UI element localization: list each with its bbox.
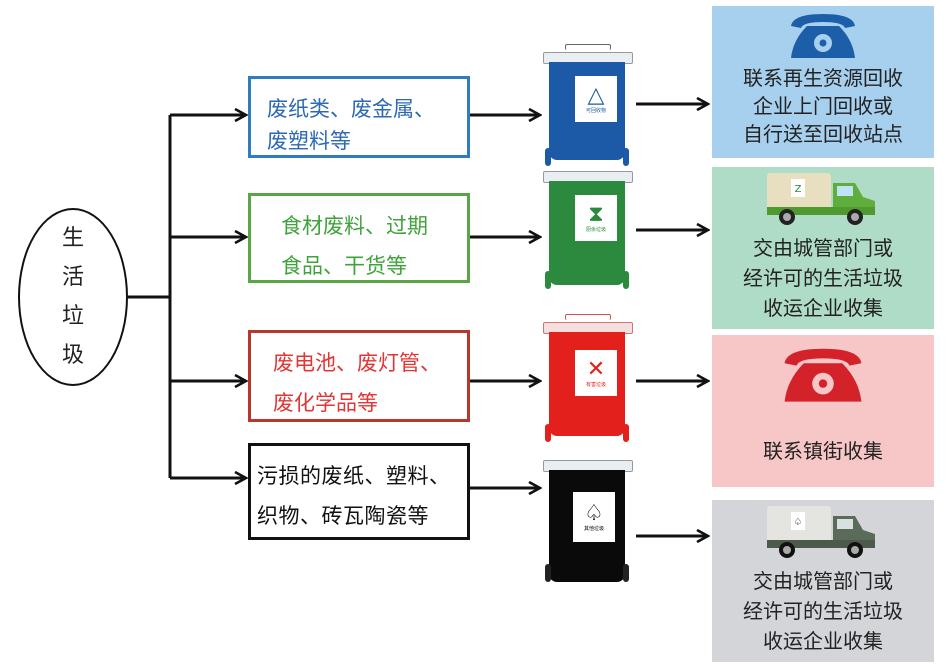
truck-icon: Z	[767, 173, 875, 225]
result-line: 交由城管部门或	[753, 236, 893, 260]
result-box-other: ♤ 交由城管部门或 经许可的生活垃圾 收运企业收集	[712, 500, 934, 662]
cross-icon: ✕	[586, 356, 606, 382]
root-char: 活	[61, 265, 84, 290]
root-char: 生	[61, 226, 84, 251]
bin-label: ♤ 其他垃圾	[573, 492, 615, 542]
result-line: 联系再生资源回收	[743, 66, 903, 90]
root-char: 圾	[61, 343, 84, 368]
bin-wheel	[545, 564, 551, 582]
category-box-hazardous: 废电池、废灯管、 废化学品等	[248, 330, 470, 422]
bin-wheel	[623, 424, 629, 442]
result-box-hazardous: 联系镇街收集	[712, 335, 934, 487]
bin-kitchen: ⧗ 厨余垃圾	[537, 167, 633, 293]
recycle-triangle-icon: △	[587, 82, 605, 108]
bin-wheel	[545, 148, 551, 166]
result-box-kitchen: Z 交由城管部门或 经许可的生活垃圾 收运企业收集	[712, 167, 934, 329]
bin-handle	[565, 314, 611, 320]
svg-text:Z: Z	[795, 184, 802, 195]
bin-handle	[565, 44, 611, 50]
category-line: 污损的废纸、塑料、	[257, 464, 451, 488]
result-line: 自行送至回收站点	[743, 122, 903, 146]
bin-other: ♤ 其他垃圾	[537, 452, 633, 586]
category-box-other: 污损的废纸、塑料、 织物、砖瓦陶瓷等	[248, 443, 470, 540]
category-line: 食材废料、过期	[281, 214, 428, 238]
result-line: 交由城管部门或	[753, 569, 893, 593]
truck-icon: ♤	[767, 506, 875, 558]
category-line: 废电池、废灯管、	[273, 351, 441, 375]
category-line: 废塑料等	[267, 129, 351, 153]
bin-hazardous: ✕ 有害垃圾	[537, 314, 633, 444]
telephone-icon	[791, 14, 855, 58]
bin-wheel	[545, 424, 551, 442]
result-line: 经许可的生活垃圾	[743, 266, 903, 290]
bin-label: △ 可回收物	[575, 76, 617, 122]
bin-caption: 厨余垃圾	[585, 226, 606, 233]
category-box-kitchen: 食材废料、过期 食品、干货等	[248, 193, 470, 283]
category-line: 食品、干货等	[281, 254, 407, 278]
category-line: 织物、砖瓦陶瓷等	[257, 504, 429, 528]
result-line: 企业上门回收或	[753, 94, 893, 118]
category-box-recyclable: 废纸类、废金属、 废塑料等	[248, 76, 470, 158]
result-line: 联系镇街收集	[763, 439, 883, 463]
result-line: 经许可的生活垃圾	[743, 599, 903, 623]
bin-recyclable: △ 可回收物	[537, 44, 633, 170]
category-line: 废纸类、废金属、	[267, 97, 435, 121]
result-line: 收运企业收集	[763, 629, 883, 653]
bin-wheel	[545, 271, 551, 289]
bin-wheel	[623, 271, 629, 289]
result-box-recyclable: 联系再生资源回收 企业上门回收或 自行送至回收站点	[712, 6, 934, 158]
tree-icon: ♤	[584, 500, 604, 526]
root-node-household-waste: 生 活 垃 圾	[18, 208, 128, 386]
bin-label: ✕ 有害垃圾	[575, 350, 617, 396]
bin-caption: 可回收物	[585, 107, 606, 114]
bin-caption: 其他垃圾	[583, 525, 604, 532]
root-char: 垃	[61, 304, 84, 329]
category-line: 废化学品等	[273, 391, 378, 415]
svg-text:♤: ♤	[794, 517, 803, 528]
result-line: 收运企业收集	[763, 296, 883, 320]
hourglass-icon: ⧗	[588, 201, 604, 227]
bin-wheel	[623, 148, 629, 166]
telephone-icon	[784, 348, 862, 402]
bin-label: ⧗ 厨余垃圾	[575, 195, 617, 241]
bin-caption: 有害垃圾	[585, 381, 606, 388]
bin-wheel	[623, 564, 629, 582]
